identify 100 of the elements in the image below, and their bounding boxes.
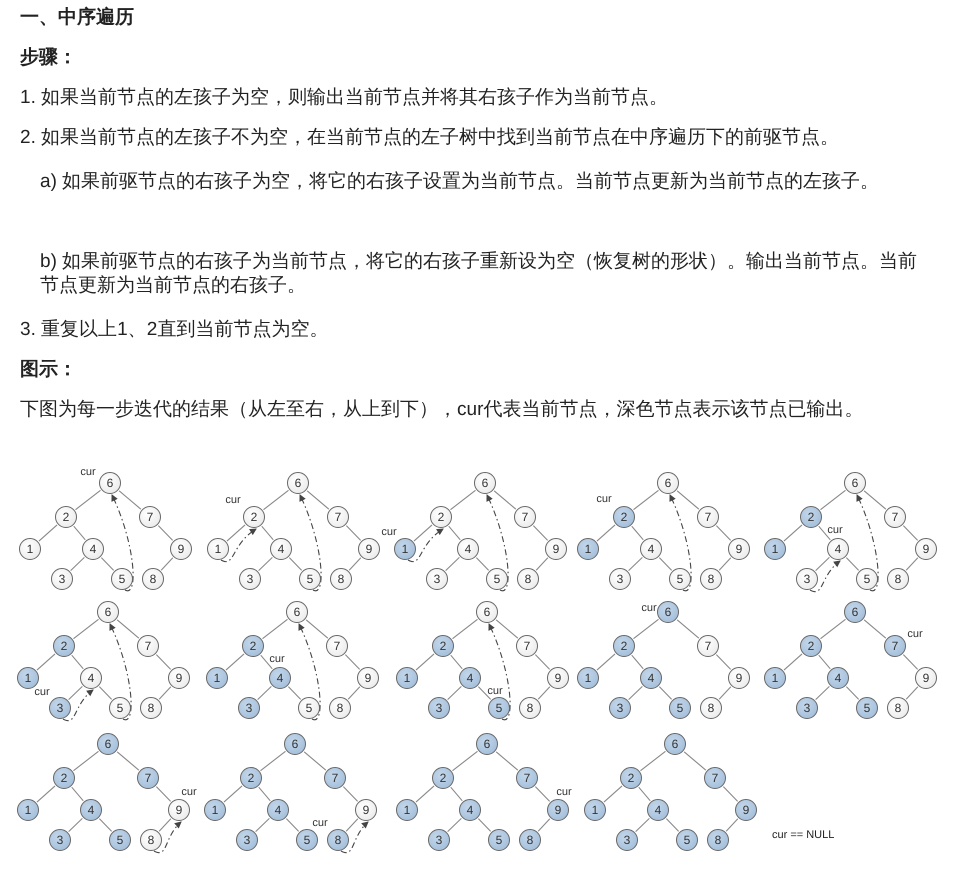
tree-edge: [722, 786, 738, 802]
tree-edge: [346, 818, 358, 832]
step-text: 1. 如果当前节点的左孩子为空，则输出当前节点并将其右孩子作为当前节点。: [20, 86, 668, 110]
tree-node: 6: [97, 733, 119, 755]
tree-node: 6: [287, 472, 309, 494]
tree-node: 9: [357, 667, 379, 689]
tree-edge: [156, 654, 172, 670]
tree-edge: [348, 686, 360, 700]
thread-arrow: [298, 623, 321, 720]
tree-edge: [68, 686, 83, 700]
tree-edge: [658, 557, 672, 571]
tree-edge: [534, 786, 550, 802]
tree-node: 7: [884, 635, 906, 657]
tree-edge: [342, 786, 358, 802]
tree-node: 8: [517, 568, 539, 590]
tree-node: 4: [457, 538, 479, 560]
tree-edge: [631, 654, 644, 670]
thread-arrow: [220, 528, 257, 562]
tree-node: 3: [51, 568, 73, 590]
tree-node: 5: [111, 568, 133, 590]
tree-node: 4: [267, 799, 289, 821]
tree-node: 9: [915, 538, 937, 560]
tree-node: 7: [137, 635, 159, 657]
tree-node: 8: [700, 568, 722, 590]
tree-edge: [71, 786, 84, 802]
tree-edge: [450, 786, 463, 802]
tree-edge: [658, 686, 672, 700]
tree-node: 1: [577, 667, 599, 689]
tree-node: 4: [459, 799, 481, 821]
tree-edge: [640, 750, 666, 772]
tree-node: 7: [514, 506, 536, 528]
tree-edge: [258, 556, 273, 572]
tree-node: 7: [516, 767, 538, 789]
tree-node: 8: [887, 697, 909, 719]
tree-edge: [226, 524, 246, 542]
tree-node: 1: [764, 667, 786, 689]
tree-edge: [820, 490, 846, 510]
tree-node: 2: [613, 635, 635, 657]
tree-node: 3: [796, 568, 818, 590]
tree-node: 5: [299, 568, 321, 590]
tree-node: 6: [664, 733, 686, 755]
tree-node: 8: [700, 697, 722, 719]
tree-node: 8: [142, 568, 164, 590]
tree-edge: [288, 557, 302, 571]
heading: 一、中序遍历: [20, 6, 134, 30]
tree-node: 4: [82, 538, 104, 560]
tree-edge: [604, 786, 622, 802]
tree-edge: [784, 654, 802, 670]
tree-node: 9: [547, 799, 569, 821]
tree-edge: [818, 526, 831, 540]
tree-node: 5: [856, 697, 878, 719]
tree-edge: [718, 557, 732, 571]
tree-edge: [628, 556, 643, 572]
tree-node: 3: [428, 697, 450, 719]
tree-edge: [116, 751, 140, 771]
tree-node: 7: [704, 767, 726, 789]
tree-node: 6: [476, 601, 498, 623]
tree-edge: [538, 686, 550, 700]
tree-edge: [73, 526, 86, 540]
tree-edge: [536, 557, 548, 571]
tree-node: 3: [796, 697, 818, 719]
tree-edge: [450, 654, 463, 670]
tree-node: 6: [657, 472, 679, 494]
status-label: cur == NULL: [772, 829, 834, 841]
tree-edge: [815, 686, 830, 700]
tree-node: 9: [915, 667, 937, 689]
tree-edge: [478, 818, 492, 832]
tree-node: 5: [488, 829, 510, 851]
tree-edge: [478, 686, 492, 700]
pointer-label: cur: [556, 786, 572, 798]
tree-node: 4: [269, 667, 291, 689]
tree-node: 4: [270, 538, 292, 560]
tree-node: 8: [329, 697, 351, 719]
tree-edge: [864, 490, 886, 510]
tree-node: 7: [137, 767, 159, 789]
tree-edge: [906, 686, 918, 700]
tree-node: 4: [827, 538, 849, 560]
tree-node: 2: [430, 506, 452, 528]
tree-node: 2: [620, 767, 642, 789]
tree-node: 1: [396, 799, 418, 821]
tree-edge: [261, 526, 274, 540]
tree-node: 9: [735, 799, 757, 821]
thread-arrow: [669, 494, 692, 592]
tree-edge: [68, 818, 83, 832]
tree-node: 1: [764, 538, 786, 560]
tree-edge: [160, 557, 174, 571]
thread-arrow: [154, 821, 182, 854]
tree-edge: [100, 557, 114, 571]
tree-node: 1: [577, 538, 599, 560]
tree-edge: [75, 490, 101, 510]
tree-edge: [448, 526, 461, 540]
tree-edge: [158, 525, 174, 541]
tree-node: 6: [844, 472, 866, 494]
tree-edge: [262, 618, 288, 640]
tree-node: 9: [358, 538, 380, 560]
tree-edge: [346, 525, 362, 541]
tree-edge: [98, 686, 112, 700]
tree-node: 9: [168, 667, 190, 689]
tree-node: 6: [284, 733, 306, 755]
tree-edge: [414, 524, 432, 542]
